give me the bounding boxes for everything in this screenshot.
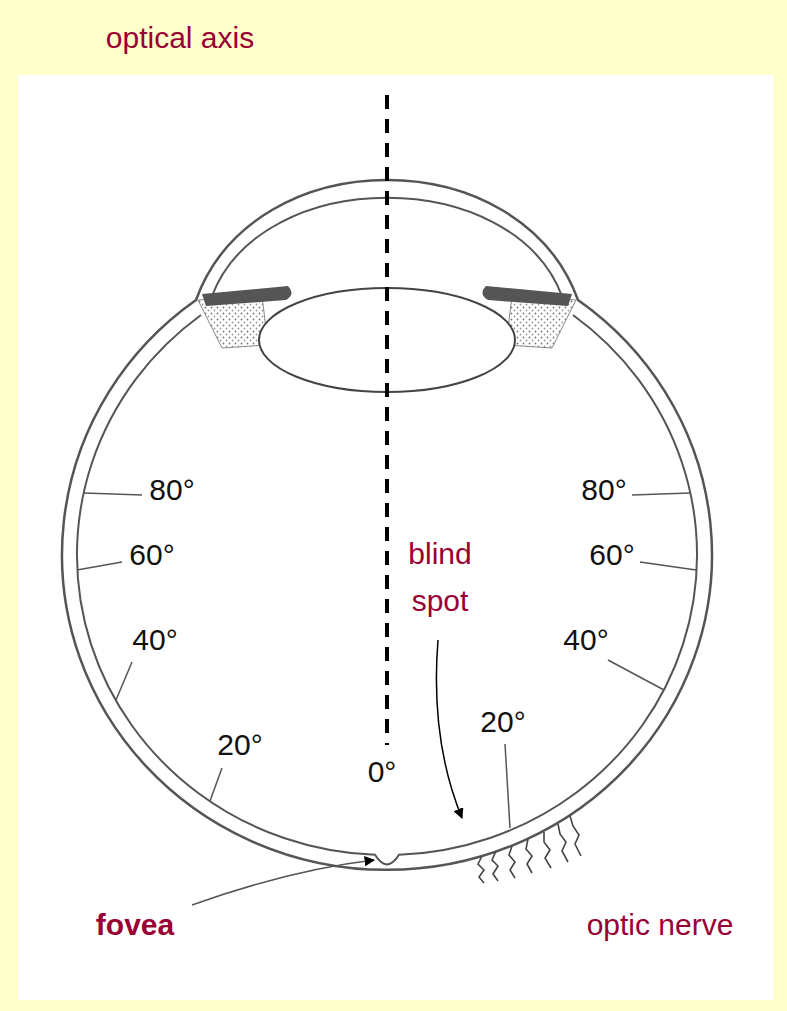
axis-label: optical axis (106, 20, 254, 56)
angle-label: 40° (563, 622, 608, 658)
angle-label: 40° (132, 622, 177, 658)
angle-label: 20° (217, 727, 262, 763)
white-panel (18, 75, 773, 1000)
angle-label: 0° (368, 754, 397, 790)
angle-label: 80° (149, 472, 194, 508)
optic-nerve-label: optic nerve (587, 907, 734, 943)
degree-ticks (77, 493, 696, 828)
angle-label: 60° (129, 537, 174, 573)
fovea-leader (192, 860, 374, 905)
blind-spot-arrow (436, 640, 462, 818)
blind-spot-label: blind spot (390, 531, 490, 624)
fovea-label: fovea (96, 907, 174, 943)
optical-axis-line (385, 95, 389, 745)
angle-label: 20° (480, 704, 525, 740)
sclera-outline (62, 180, 712, 870)
angle-label: 60° (589, 537, 634, 573)
optic-nerve-fibres (478, 816, 581, 883)
retina-outline (77, 315, 697, 864)
angle-label: 80° (581, 472, 626, 508)
